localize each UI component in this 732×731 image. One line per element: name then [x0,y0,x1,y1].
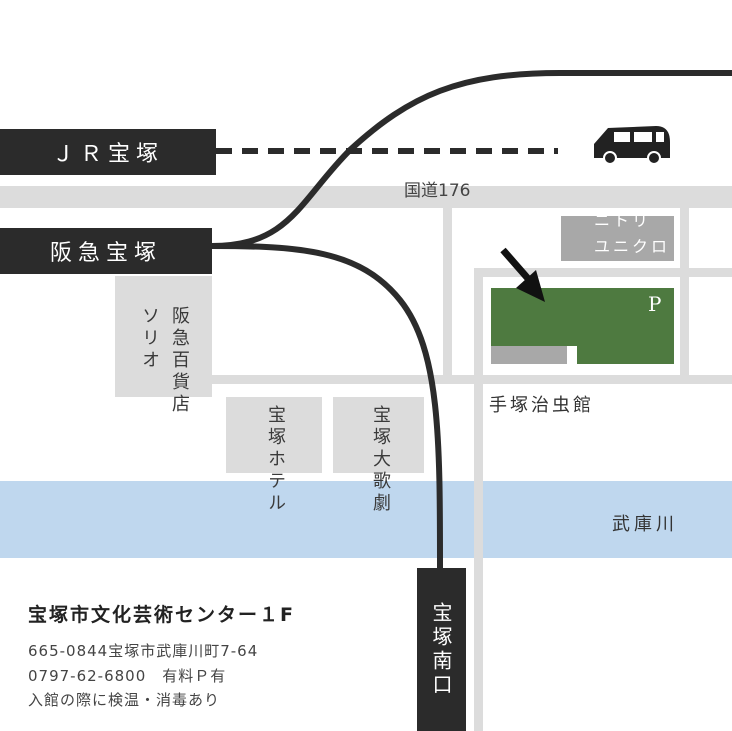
venue-title: 宝塚市文化芸術センター１F [28,604,295,626]
arrow-icon [500,247,545,302]
sorio-hankyu-building [115,276,212,397]
nitori-label: ニトリ [594,211,652,230]
venue-phone-parking: 0797-62-6800 有料Ｐ有 [28,667,227,685]
tezuka-museum-label: 手塚治虫館 [489,395,594,416]
south-exit-station-label: 宝塚南口 [429,601,453,698]
venue-notice: 入館の際に検温・消毒あり [28,691,221,709]
parking-lot [491,346,567,364]
road-vertical-left [443,208,452,383]
hankyu-station-label: 阪急宝塚 [49,241,162,266]
road-horizontal-upper-right [474,268,732,277]
national-route-label: 国道176 [404,181,471,201]
river [0,481,732,558]
jr-takarazuka-station: ＪＲ宝塚 [0,129,216,175]
takarazuka-minamiguchi-station: 宝塚南口 [417,568,466,731]
sorio-label: ソリオ [139,306,160,372]
parking-label: P [648,292,662,316]
venue-address: 665-0844宝塚市武庫川町7-64 [28,642,259,660]
river-label: 武庫川 [612,514,678,535]
parking-lot-gap [567,346,577,364]
jr-station-label: ＪＲ宝塚 [51,142,164,167]
nitori-uniqlo-building [561,216,674,261]
national-route-176 [0,186,732,208]
hankyu-rail-northeast [211,70,732,249]
road-vertical-main [474,268,483,731]
road-horizontal-mid [195,375,732,384]
takarazuka-hotel-label: 宝塚ホテル [265,405,286,515]
road-vertical-right-1 [680,208,689,383]
grand-theater-building [333,397,424,473]
hankyu-rail-south [211,243,443,569]
hankyu-takarazuka-station: 阪急宝塚 [0,228,212,274]
car-icon [594,126,670,165]
grand-theater-label: 宝塚大歌劇 [370,405,391,515]
uniqlo-label: ユニクロ [594,237,671,256]
takarazuka-hotel-building [226,397,322,473]
hankyu-dept-label: 阪急百貨店 [169,306,190,416]
